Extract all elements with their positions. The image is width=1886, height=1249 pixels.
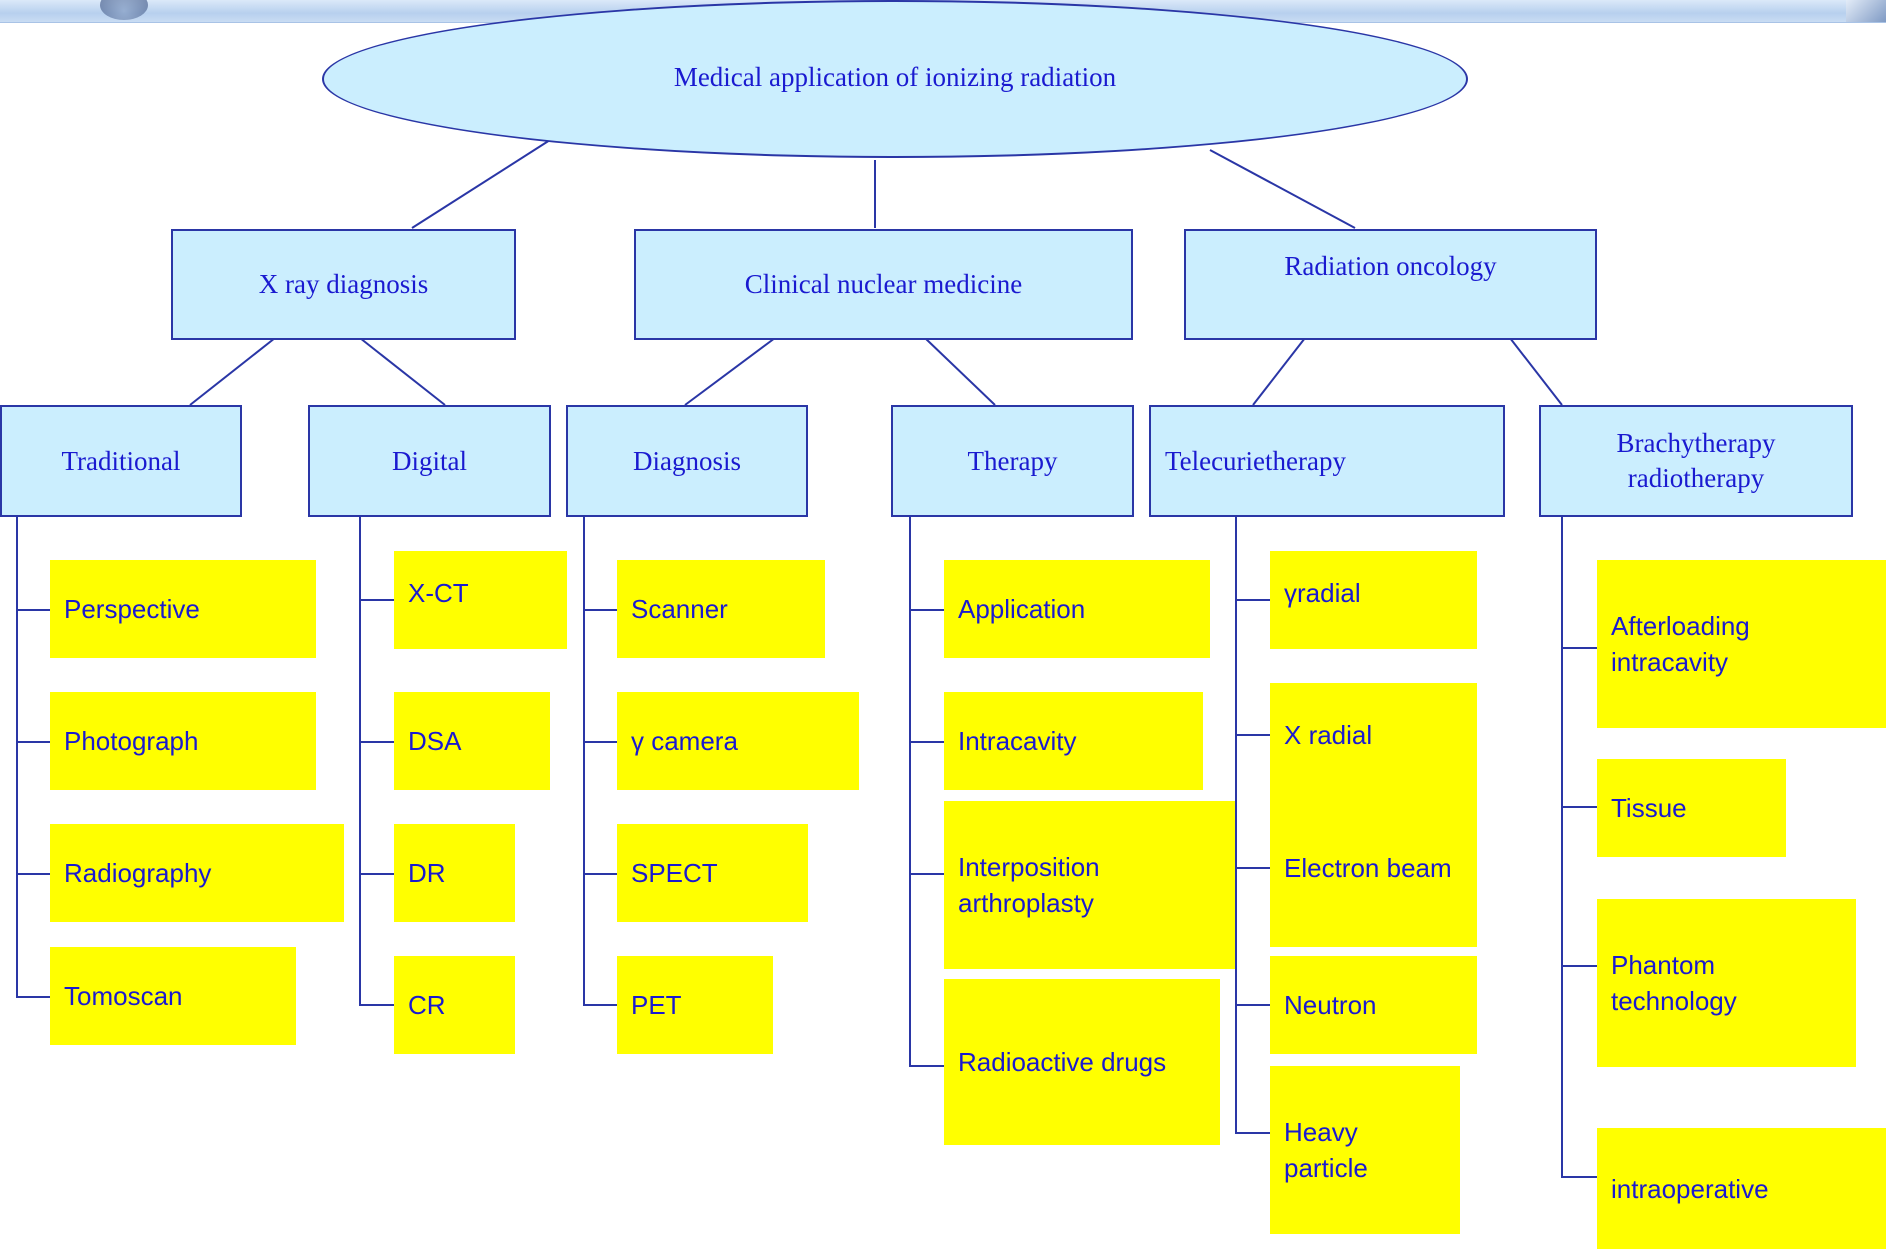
category-label: Clinical nuclear medicine	[744, 269, 1023, 299]
sub-traditional: Traditional	[0, 405, 242, 517]
leaf-label: intraoperative	[1611, 1173, 1769, 1204]
category-label: X ray diagnosis	[258, 269, 429, 299]
leaf-label: Tissue	[1611, 793, 1687, 823]
leaf-label: Intracavity	[958, 726, 1077, 756]
leaf-afterloading-intracavity: Afterloading intracavity	[1597, 560, 1886, 728]
leaf-perspective: Perspective	[50, 560, 316, 658]
category-xray-diagnosis: X ray diagnosis	[171, 229, 516, 340]
leaf-label: Phantom technology	[1611, 950, 1737, 1016]
leaf-label: Radioactive drugs	[958, 1047, 1167, 1077]
leaf-x-radial: X radial	[1270, 683, 1477, 947]
leaf-label: γradial	[1284, 578, 1361, 608]
leaf-label: Perspective	[64, 594, 200, 624]
leaf-radiography: Radiography	[50, 824, 344, 922]
leaf-label: Heavy particle	[1284, 1117, 1368, 1183]
leaf-x-ct: X-CT	[394, 551, 567, 649]
leaf-scanner: Scanner	[617, 560, 825, 658]
leaf-phantom-technology: Phantom technology	[1597, 899, 1856, 1067]
leaf-label: Tomoscan	[64, 981, 183, 1011]
leaf-radioactive-drugs: Radioactive drugs	[944, 979, 1220, 1145]
leaf-label: Application	[958, 594, 1086, 624]
leaf-label: Radiography	[64, 858, 212, 888]
leaf-electron-beam: Electron beam	[1270, 835, 1477, 901]
sub-digital: Digital	[308, 405, 551, 517]
leaf-label: SPECT	[631, 858, 718, 888]
corner-decoration	[1846, 0, 1886, 22]
leaf-label: Photograph	[64, 726, 199, 756]
leaf-tomoscan: Tomoscan	[50, 947, 296, 1045]
leaf-neutron: Neutron	[1270, 956, 1477, 1054]
leaf-application: Application	[944, 560, 1210, 658]
sub-telecurietherapy: Telecurietherapy	[1149, 405, 1505, 517]
leaf-label: X radial	[1284, 720, 1373, 750]
subcategory-label: Brachytherapy radiotherapy	[1616, 428, 1776, 493]
root-label: Medical application of ionizing radiatio…	[673, 62, 1117, 92]
leaf-pet: PET	[617, 956, 773, 1054]
leaf-label: CR	[408, 990, 446, 1020]
leaf-intraoperative: intraoperative	[1597, 1128, 1886, 1249]
leaf-dr: DR	[394, 824, 515, 922]
leaf-tissue: Tissue	[1597, 759, 1786, 857]
leaf-label: Neutron	[1284, 990, 1377, 1020]
sub-brachytherapy-radiotherapy: Brachytherapy radiotherapy	[1539, 405, 1853, 517]
leaf-label: Afterloading intracavity	[1611, 611, 1750, 677]
leaf-label: Scanner	[631, 594, 728, 624]
logo-icon	[100, 0, 148, 20]
leaf-label: Electron beam	[1284, 853, 1452, 883]
subcategory-label: Traditional	[61, 445, 181, 476]
leaf-spect: SPECT	[617, 824, 808, 922]
subcategory-label: Diagnosis	[633, 445, 741, 476]
leaf-photograph: Photograph	[50, 692, 316, 790]
leaf-label: γ camera	[631, 726, 738, 756]
category-label: Radiation oncology	[1284, 251, 1497, 281]
subcategory-label: Telecurietherapy	[1165, 445, 1346, 476]
root-node: Medical application of ionizing radiatio…	[322, 0, 1468, 158]
leaf-label: X-CT	[408, 578, 469, 608]
leaf-label: PET	[631, 990, 682, 1020]
leaf-gamma-camera: γ camera	[617, 692, 859, 790]
leaf-cr: CR	[394, 956, 515, 1054]
category-radiation-oncology: Radiation oncology	[1184, 229, 1597, 340]
leaf-intracavity: Intracavity	[944, 692, 1203, 790]
subcategory-label: Digital	[392, 445, 467, 476]
leaf-label: DR	[408, 858, 446, 888]
leaf-dsa: DSA	[394, 692, 550, 790]
sub-diagnosis: Diagnosis	[566, 405, 808, 517]
leaf-label: Interposition arthroplasty	[958, 852, 1100, 918]
leaf-heavy-particle: Heavy particle	[1270, 1066, 1460, 1234]
category-clinical-nuclear-medicine: Clinical nuclear medicine	[634, 229, 1133, 340]
subcategory-label: Therapy	[967, 445, 1058, 476]
leaf-interposition-arthroplasty: Interposition arthroplasty	[944, 801, 1235, 969]
sub-therapy: Therapy	[891, 405, 1134, 517]
leaf-label: DSA	[408, 726, 462, 756]
leaf-gamma-radial: γradial	[1270, 551, 1477, 649]
